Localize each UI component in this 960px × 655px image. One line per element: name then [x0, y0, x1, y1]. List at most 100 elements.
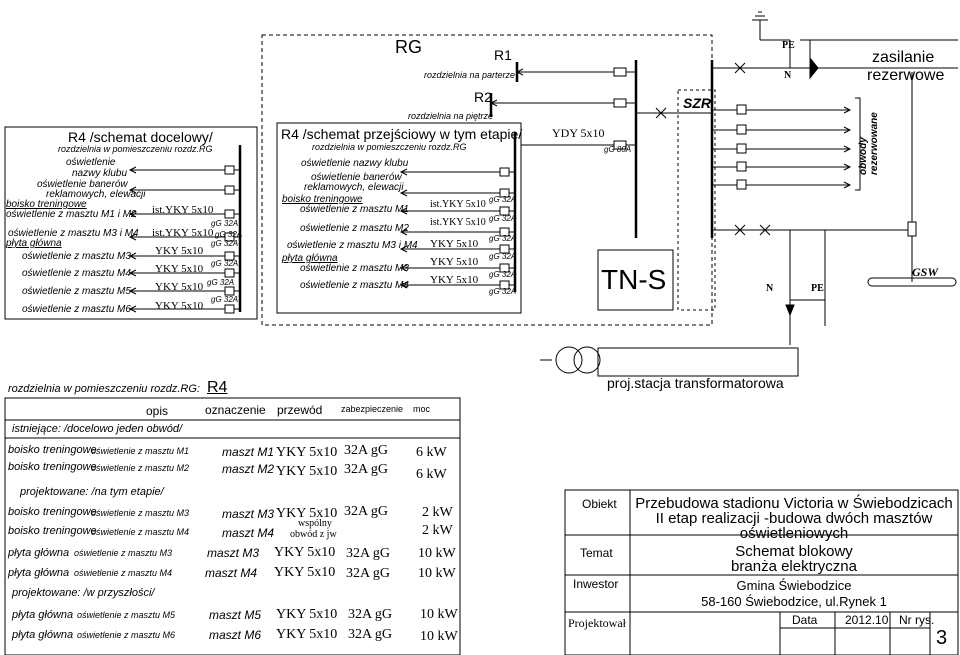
r1-sub: rozdzielnia na parterze [424, 70, 516, 80]
label-data: Data [792, 613, 818, 627]
transition-cable-1: ist.YKY 5x10 [430, 199, 486, 210]
feeder-fuse: gG 80A [604, 145, 632, 154]
transition-circuit-7: płyta główna [282, 253, 338, 264]
target-fuse-6: gG 32A [211, 295, 239, 304]
obiekt-line2: II etap realizacji -budowa dwóch masztów [655, 510, 933, 527]
section-projected-now: projektowane: /na tym etapie/ [20, 486, 164, 498]
target-circuit-2: nazwy klubu [72, 168, 128, 179]
inwestor-line1: Gmina Świebodzice [736, 578, 852, 593]
pe-bottom: PE [811, 283, 824, 294]
pe-top: PE [782, 40, 795, 51]
station-label: proj.stacja transformatorowa [607, 375, 784, 391]
section-existing: istniejące: /docelowo jeden obwód/ [12, 423, 183, 435]
transition-fuse-4: gG 32A [489, 252, 517, 261]
target-circuit-9: oświetlenie z masztu M4 [22, 268, 131, 279]
target-fuse-2: gG 32A [211, 239, 239, 248]
target-circuits [128, 166, 240, 313]
szr-enclosure [677, 89, 716, 311]
target-circuit-3: oświetlenie banerów [37, 179, 128, 190]
transition-fuse-6: gG 32A [489, 287, 517, 296]
n-top: N [784, 70, 792, 81]
target-circuit-10: oświetlenie z masztu M5 [22, 286, 131, 297]
r2-sub: rozdzielnia na piętrze [408, 111, 494, 121]
feeder-cable: YDY 5x10 [552, 126, 605, 140]
transition-cable-3: YKY 5x10 [430, 238, 479, 250]
transition-circuit-5: oświetlenie z masztu M2 [300, 223, 409, 234]
transition-fuse-2: gG 32A [489, 214, 517, 223]
obiekt-line3: oświetleniowych [739, 525, 849, 542]
inwestor-line2: 58-160 Świebodzice, ul.Rynek 1 [701, 594, 887, 609]
temat-line2: branża elektryczna [731, 558, 857, 575]
target-panel-frame [4, 126, 258, 320]
transition-circuit-4a: boisko treningowe [282, 194, 363, 205]
transition-cable-5: YKY 5x10 [430, 274, 479, 286]
transition-fuse-1: gG 32A [489, 195, 517, 204]
target-fuses [224, 165, 235, 314]
transition-cable-2: ist.YKY 5x10 [430, 217, 486, 228]
header-moc: moc [413, 404, 431, 414]
target-cable-5: YKY 5x10 [155, 281, 204, 293]
target-title: R4 /schemat docelowy/ [68, 129, 213, 145]
transition-fuses [499, 167, 510, 290]
target-circuit-11: oświetlenie z masztu M6 [22, 304, 131, 315]
target-circuit-6: oświetlenie z masztu M3 i M4 [8, 228, 139, 239]
nr-rys-value: 3 [936, 627, 948, 649]
transition-title: R4 /schemat przejściowy w tym etapie/ [281, 126, 523, 142]
transition-cable-4: YKY 5x10 [430, 256, 479, 268]
header-zabezpieczenie: zabezpieczenie [341, 404, 404, 414]
transition-circuit-1: oświetlenie nazwy klubu [301, 158, 409, 169]
header-opis: opis [146, 404, 169, 418]
rg-title: RG [395, 37, 422, 57]
target-circuit-5a: boisko treningowe [6, 199, 87, 210]
label-nr-rys: Nr rys. [899, 613, 935, 627]
target-fuse-3: gG 32A [215, 230, 243, 239]
target-fuse-4: gG 32A [211, 259, 239, 268]
target-fuse-5: gG 32A [207, 278, 235, 287]
transition-circuit-6: oświetlenie z masztu M3 i M4 [287, 240, 418, 251]
transition-circuit-8: oświetlenie z masztu M3 [300, 263, 409, 274]
target-sub: rozdzielnia w pomieszczeniu rozdz.RG [58, 144, 213, 154]
data-value: 2012.10 [845, 613, 889, 627]
table-caption-id: R4 [207, 379, 228, 396]
section-projected-future: projektowane: /w przyszłości/ [12, 587, 155, 599]
transition-sub: rozdzielnia w pomieszczeniu rozdz.RG [312, 142, 467, 152]
reserve-circuits-label: obwody rezerwowane [858, 112, 880, 175]
transition-circuit-4b: oświetlenie z masztu M1 [300, 204, 409, 215]
reserve-label2: rezerwowe [867, 67, 945, 84]
target-cable-3: YKY 5x10 [155, 245, 204, 257]
transition-panel-frame [276, 122, 522, 314]
szr-label: SZR [683, 95, 711, 111]
table-caption: rozdzielnia w pomieszczeniu rozdz.RG: [8, 383, 200, 395]
transition-circuits [399, 168, 515, 289]
reserve-circuits [712, 106, 852, 189]
header-oznaczenie: oznaczenie [205, 403, 266, 417]
target-fuse-1: gG 32A [211, 219, 239, 228]
r1-label: R1 [494, 47, 512, 63]
reserve-label1: zasilanie [872, 49, 935, 66]
target-cable-4: YKY 5x10 [155, 263, 204, 275]
transition-circuit-2: oświetlenie banerów [311, 172, 402, 183]
transition-circuit-3: reklamowych, elewacji [304, 182, 404, 193]
label-projektowal: Projektował [568, 616, 626, 630]
header-przewod: przewód [277, 403, 323, 417]
label-inwestor: Inwestor [573, 577, 619, 591]
target-circuit-1: oświetlenie [66, 157, 116, 168]
temat-line1: Schemat blokowy [735, 543, 853, 560]
target-cable-2: ist.YKY 5x10 [152, 227, 214, 239]
obiekt-line1: Przebudowa stadionu Victoria w Świebodzi… [635, 495, 953, 512]
r2-label: R2 [474, 89, 492, 105]
target-circuit-8: oświetlenie z masztu M3 [22, 251, 131, 262]
label-temat: Temat [580, 546, 613, 560]
gsw-label: GSW [912, 265, 939, 279]
transition-fuse-3: gG 32A [489, 234, 517, 243]
transition-circuit-9: oświetlenie z masztu M4 [300, 280, 409, 291]
target-cable-6: YKY 5x10 [155, 300, 204, 312]
label-obiekt: Obiekt [582, 497, 617, 511]
tns-label: TN-S [601, 264, 667, 295]
target-cable-1: ist.YKY 5x10 [152, 204, 214, 216]
target-circuit-7: płyta główna [6, 238, 62, 249]
n-bottom: N [766, 283, 774, 294]
transition-fuse-5: gG 32A [489, 270, 517, 279]
